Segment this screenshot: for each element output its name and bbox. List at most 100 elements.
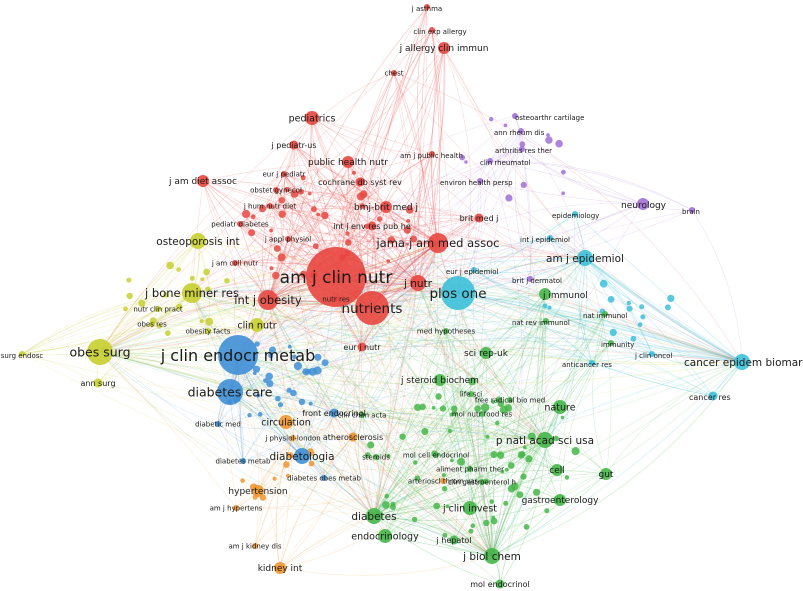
node-gastroenterology[interactable] [554, 494, 566, 506]
node-osteoarthr-cartilage[interactable] [512, 113, 518, 119]
node-clin-rheumatol[interactable] [487, 158, 493, 164]
node-mol-cell-endocrinol[interactable] [433, 452, 439, 458]
node-front-endocrinol[interactable] [329, 408, 339, 418]
node-int-j-obesity[interactable] [258, 290, 278, 310]
node-life-sci[interactable] [468, 391, 474, 397]
node-diabetes-care[interactable] [217, 379, 243, 405]
node-pediatr-diabetes[interactable] [237, 221, 243, 227]
node-steroids[interactable] [373, 454, 379, 460]
node-am-j-epidemiol[interactable] [577, 250, 593, 266]
node-cancer-res[interactable] [708, 391, 718, 401]
node-public-health-nutr[interactable] [342, 156, 354, 168]
node-j-pediatr-us[interactable] [289, 140, 299, 150]
node-int-j-epidemiol[interactable] [547, 235, 553, 241]
node-obes-res[interactable] [149, 321, 155, 327]
node-kidney-int[interactable] [274, 562, 286, 574]
node-ann-rheum-dis[interactable] [518, 128, 524, 134]
node-arthritis-res-ther[interactable] [519, 146, 525, 152]
node-nature[interactable] [553, 400, 567, 414]
node-obes-surg[interactable] [87, 339, 113, 365]
node-eur-j-epidemiol[interactable] [471, 267, 477, 273]
node-sci-rep-uk[interactable] [480, 347, 492, 359]
node-mol-endocrinol[interactable] [495, 579, 505, 589]
node-j-steroid-biochem[interactable] [434, 374, 446, 386]
node-nat-immunol[interactable] [602, 311, 608, 317]
node-ann-surg[interactable] [93, 378, 103, 388]
node-brit-j-dermatol[interactable] [527, 276, 533, 282]
node-j-clin-oncol[interactable] [649, 351, 655, 357]
node-cancer-epidem-biomar[interactable] [734, 354, 750, 370]
node-nutrients[interactable] [355, 291, 389, 325]
node-j-am-coll-nutr[interactable] [232, 260, 238, 266]
node-am-j-clin-nutr[interactable] [306, 247, 366, 307]
node-arterioscl-throm-vas[interactable] [440, 478, 446, 484]
node-j-allergy-clin-immun[interactable] [438, 42, 450, 54]
label-obes-surg: obes surg [69, 345, 130, 360]
node-am-j-public-health[interactable] [429, 151, 435, 157]
node-aliment-pharm-ther[interactable] [467, 466, 473, 472]
node-obesity-facts[interactable] [205, 328, 211, 334]
node-j-immunol[interactable] [539, 288, 551, 300]
node-endocrinology[interactable] [378, 529, 392, 543]
node-epidemiology[interactable] [572, 211, 578, 217]
node-j-nutr[interactable] [410, 275, 426, 291]
node-bmj-brit-med-j[interactable] [380, 201, 392, 213]
node-brain[interactable] [689, 207, 695, 213]
node-diabetes-metab[interactable] [240, 458, 246, 464]
node-p-natl-acad-sci-usa[interactable] [537, 432, 553, 448]
node-nat-rev-immunol[interactable] [543, 318, 549, 324]
node-j-am-diet-assoc[interactable] [197, 175, 209, 187]
node-clin-chim-acta[interactable] [359, 412, 365, 418]
node-plos-one[interactable] [441, 276, 475, 310]
node-hypertension[interactable] [252, 485, 264, 497]
node-neurology[interactable] [637, 198, 649, 210]
node-mol-nutr-food-res[interactable] [479, 411, 485, 417]
node-brit-med-j[interactable] [474, 213, 484, 223]
node-clin-exp-allergy[interactable] [429, 27, 435, 33]
node-clin-gastroenterol-h[interactable] [479, 479, 485, 485]
node-am-j-kidney-dis[interactable] [252, 543, 258, 549]
node-diabetes-obes-metab[interactable] [321, 475, 327, 481]
node-gut[interactable] [600, 468, 612, 480]
node-j-appl-physiol[interactable] [285, 236, 291, 242]
node-anticancer-res[interactable] [589, 360, 595, 366]
node-free-radical-bio-med[interactable] [507, 397, 513, 403]
node-osteoporosis-int[interactable] [190, 233, 206, 249]
node-atherosclerosis[interactable] [348, 432, 358, 442]
node-diabetic-med[interactable] [215, 421, 221, 427]
minor-journal-node [258, 204, 267, 213]
node-obstet-gynecol[interactable] [273, 187, 279, 193]
citation-link [439, 379, 558, 471]
node-clin-nutr[interactable] [250, 318, 264, 332]
node-cochrane-db-syst-rev[interactable] [355, 177, 365, 187]
node-chest[interactable] [391, 70, 397, 76]
node-diabetologia[interactable] [294, 448, 310, 464]
citation-link [417, 282, 483, 415]
node-eur-j-pediatr[interactable] [281, 171, 287, 177]
citation-link [478, 217, 743, 363]
node-cell[interactable] [551, 464, 563, 476]
node-j-biol-chem[interactable] [484, 548, 500, 564]
node-immunity[interactable] [608, 340, 614, 346]
citation-link [21, 299, 269, 355]
citation-link [97, 292, 193, 384]
node-eur-j-nutr[interactable] [357, 342, 367, 352]
node-circulation[interactable] [279, 415, 293, 429]
node-med-hypotheses[interactable] [443, 328, 449, 334]
node-am-j-hypertens[interactable] [233, 505, 239, 511]
node-j-hepatol[interactable] [449, 535, 459, 545]
node-environ-health-persp[interactable] [477, 178, 483, 184]
node-jama-j-am-med-assoc[interactable] [428, 233, 448, 253]
node-j-bone-miner-res[interactable] [182, 283, 202, 303]
node-surg-endosc[interactable] [19, 351, 25, 357]
node-j-clin-invest[interactable] [463, 501, 477, 515]
node-pediatrics[interactable] [305, 111, 319, 125]
node-j-hum-nutr-diet[interactable] [267, 203, 273, 209]
node-j-asthma[interactable] [424, 4, 430, 10]
citation-link [21, 274, 337, 355]
node-nutr-clin-pract[interactable] [155, 306, 161, 312]
node-j-physiol-london[interactable] [290, 435, 296, 441]
node-j-clin-endocr-metab[interactable] [218, 335, 258, 375]
node-diabetes[interactable] [366, 508, 382, 524]
node-int-j-env-res-pub-he[interactable] [367, 221, 377, 231]
